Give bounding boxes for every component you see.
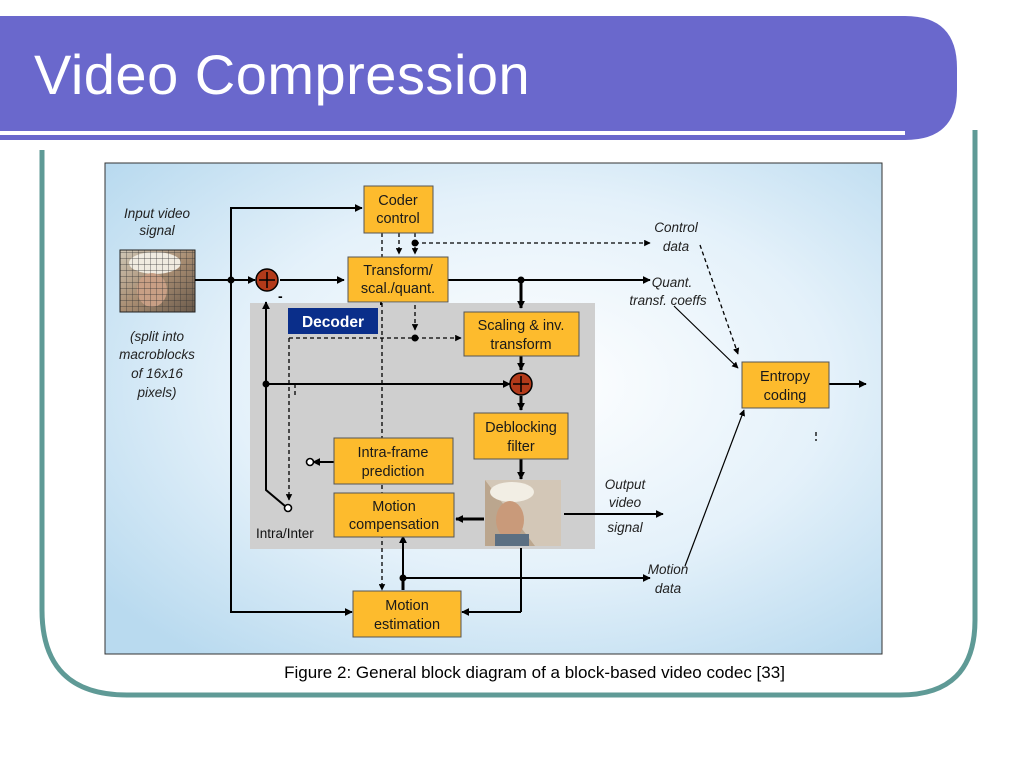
decoder-label-box	[288, 308, 378, 334]
svg-text:signal: signal	[607, 520, 643, 535]
svg-text:Motion: Motion	[372, 499, 416, 515]
svg-text:pixels): pixels)	[136, 385, 176, 400]
svg-text:Quant.: Quant.	[652, 275, 693, 290]
svg-text:Motion: Motion	[385, 598, 429, 614]
intra-inter-label: Intra/Inter	[256, 526, 314, 541]
adder-node	[509, 372, 533, 396]
svg-text:of 16x16: of 16x16	[131, 366, 183, 381]
svg-text:prediction: prediction	[362, 464, 425, 480]
svg-text:Transform/: Transform/	[363, 263, 434, 279]
decoder-label: Decoder	[302, 314, 364, 331]
svg-text:Output: Output	[605, 477, 647, 492]
svg-text:estimation: estimation	[374, 617, 440, 633]
svg-text:transform: transform	[490, 337, 551, 353]
svg-text:Entropy: Entropy	[760, 369, 811, 385]
svg-text:Deblocking: Deblocking	[485, 420, 557, 436]
svg-text:Motion: Motion	[648, 562, 689, 577]
svg-text:control: control	[376, 211, 420, 227]
output-video-image	[485, 480, 561, 546]
block-motion-compensation: Motion compensation	[333, 492, 455, 538]
macroblock-note: (split into macroblocks of 16x16 pixels)	[119, 329, 195, 400]
slide-frame	[39, 130, 978, 698]
svg-text:video: video	[609, 495, 642, 510]
svg-text:scal./quant.: scal./quant.	[361, 281, 435, 297]
svg-text:data: data	[655, 581, 682, 596]
block-transform-quant: Transform/ scal./quant.	[347, 256, 449, 303]
input-video-image	[119, 249, 196, 313]
minus-sign: -	[278, 288, 283, 304]
block-motion-estimation: Motion estimation	[352, 590, 462, 638]
block-coder-control: Coder control	[363, 185, 434, 234]
input-signal-label: Input video signal	[124, 206, 191, 238]
block-deblocking: Deblocking filter	[473, 412, 569, 460]
svg-text:signal: signal	[139, 223, 175, 238]
svg-text:Scaling & inv.: Scaling & inv.	[478, 318, 565, 334]
svg-text:compensation: compensation	[349, 517, 439, 533]
svg-text:macroblocks: macroblocks	[119, 347, 195, 362]
block-entropy-coding: Entropy coding	[741, 361, 830, 409]
quant-coeffs-label: Quant. transf. coeffs	[629, 275, 707, 308]
block-intra-prediction: Intra-frame prediction	[333, 437, 454, 485]
subtractor-node	[255, 268, 279, 292]
svg-text:Control: Control	[654, 220, 699, 235]
svg-text:Intra-frame: Intra-frame	[358, 445, 429, 461]
svg-text:transf. coeffs: transf. coeffs	[629, 293, 707, 308]
figure-caption: Figure 2: General block diagram of a blo…	[284, 663, 785, 682]
svg-text:data: data	[663, 239, 690, 254]
control-data-label: Control data	[654, 220, 699, 254]
slide-title: Video Compression	[34, 43, 531, 106]
motion-data-label: Motion data	[648, 562, 689, 596]
svg-text:coding: coding	[764, 388, 807, 404]
svg-text:filter: filter	[507, 439, 535, 455]
block-scaling-inverse: Scaling & inv. transform	[463, 311, 580, 357]
title-bar	[0, 16, 957, 140]
output-video-label: Output video signal	[605, 477, 647, 535]
svg-text:(split into: (split into	[130, 329, 185, 344]
svg-text:Coder: Coder	[378, 193, 418, 209]
svg-text:Input video: Input video	[124, 206, 191, 221]
